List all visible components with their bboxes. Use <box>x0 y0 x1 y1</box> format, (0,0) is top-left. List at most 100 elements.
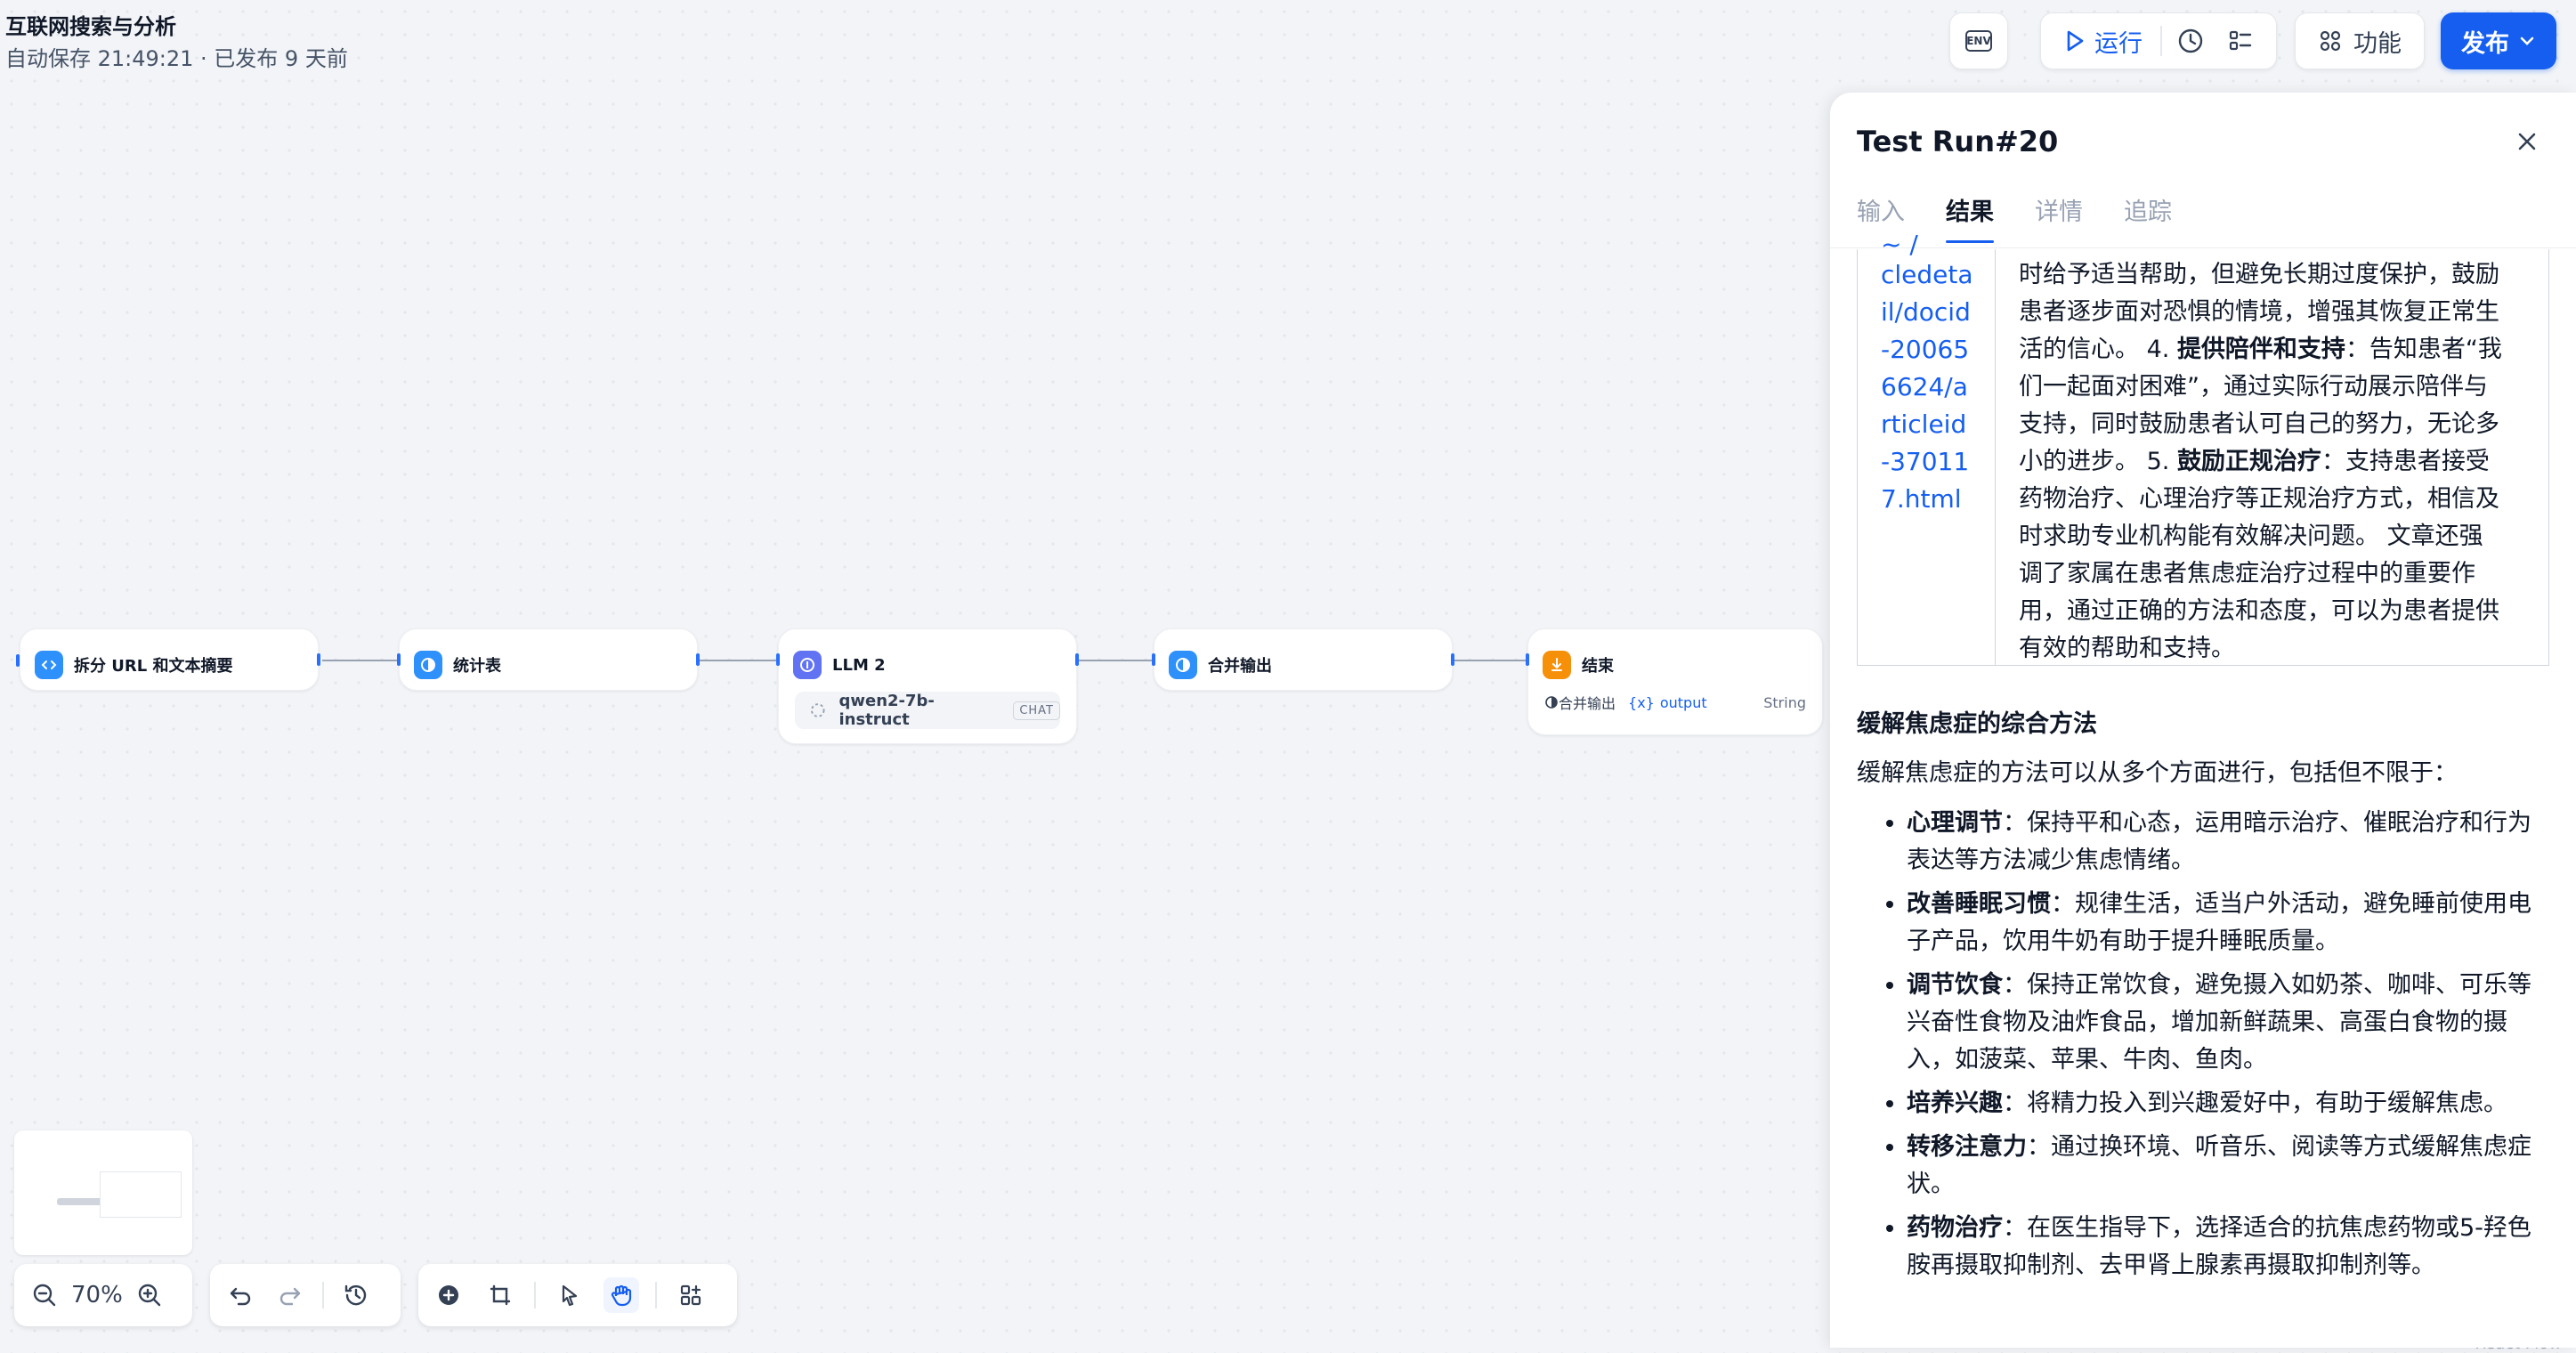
variable-name: output <box>1659 693 1707 711</box>
summary-line: 们一起面对困难”，通过实际行动展示陪伴与 <box>2019 373 2488 401</box>
minimap-viewport <box>100 1171 182 1218</box>
node-label: 拆分 URL 和文本摘要 <box>74 657 233 676</box>
summary-line: 患者逐步面对恐惧的情境，增强其恢复正常生 <box>2019 298 2499 326</box>
template-icon <box>1169 651 1197 679</box>
list-item: 转移注意力：通过换环境、听音乐、阅读等方式缓解焦虑症状。 <box>1907 1129 2549 1203</box>
test-run-panel: Test Run#20 输入 结果 详情 追踪 ~ / cledeta il/d… <box>1830 93 2576 1348</box>
section-heading: 缓解焦虑症的综合方法 <box>1857 710 2097 738</box>
hand-mode-icon[interactable] <box>603 1277 639 1313</box>
pointer-mode-icon[interactable] <box>552 1277 587 1313</box>
tab-tracing[interactable]: 追踪 <box>2124 198 2172 226</box>
features-label: 功能 <box>2353 29 2402 58</box>
node-split-url[interactable]: 拆分 URL 和文本摘要 <box>20 628 320 691</box>
input-handle[interactable] <box>1152 653 1155 666</box>
summary-line: 小的进步。 5. 鼓励正规治疗：支持患者接受 <box>2019 448 2490 475</box>
variable-prefix: {x} <box>1628 693 1655 711</box>
list-item: 调节饮食：保持正常饮食，避免摄入如奶茶、咖啡、可乐等兴奋性食物及油炸食品，增加新… <box>1907 967 2549 1079</box>
node-label: 结束 <box>1582 657 1614 676</box>
node-label: LLM 2 <box>832 655 886 675</box>
url-line: rticleid <box>1881 409 1967 439</box>
edge <box>1077 660 1155 661</box>
summary-line: 活的信心。 4. 提供陪伴和支持：告知患者“我 <box>2019 336 2502 363</box>
url-line: cledeta <box>1881 260 1973 289</box>
panel-tabs: 输入 结果 详情 追踪 <box>1857 192 2172 243</box>
node-merge-output[interactable]: 合并输出 <box>1152 628 1454 691</box>
input-handle[interactable] <box>1526 653 1529 666</box>
edge <box>1453 660 1531 661</box>
model-name: qwen2-7b-instruct <box>838 692 935 729</box>
template-icon <box>1545 696 1558 709</box>
run-history-icon[interactable] <box>2176 27 2205 55</box>
version-history-icon[interactable] <box>338 1277 374 1313</box>
minimap[interactable] <box>14 1130 192 1255</box>
publish-button[interactable]: 发布 <box>2441 12 2556 69</box>
url-line: 6624/a <box>1881 372 1968 401</box>
redo-icon[interactable] <box>272 1277 308 1313</box>
add-note-icon[interactable] <box>482 1277 518 1313</box>
run-toolbar: 运行 <box>2040 12 2277 69</box>
input-handle[interactable] <box>16 654 20 667</box>
run-button[interactable]: 运行 <box>2094 29 2143 58</box>
output-handle[interactable] <box>1075 653 1079 666</box>
apps-icon <box>2320 30 2341 52</box>
summary-cell: 时给予适当帮助，但避免长期过度保护，鼓励 患者逐步面对恐惧的情境，增强其恢复正常… <box>2019 249 2536 668</box>
tab-result[interactable]: 结果 <box>1946 192 1994 243</box>
zoom-level[interactable]: 70% <box>71 1282 123 1308</box>
node-end[interactable]: 结束 合并输出 {x} output String <box>1526 628 1823 735</box>
edge <box>322 660 401 661</box>
zoom-out-icon[interactable] <box>27 1277 62 1313</box>
llm-icon <box>793 651 822 679</box>
code-icon <box>35 651 63 679</box>
history-toolbar <box>210 1264 401 1326</box>
summary-line: 支持，同时鼓励患者认可自己的努力，无论多 <box>2019 410 2499 438</box>
app-title: 互联网搜索与分析 <box>5 14 176 39</box>
node-stats-table[interactable]: 统计表 <box>397 628 700 691</box>
zoom-in-icon[interactable] <box>132 1277 167 1313</box>
organize-icon[interactable] <box>673 1277 709 1313</box>
node-label: 合并输出 <box>1208 657 1272 676</box>
end-icon <box>1543 651 1571 679</box>
list-item: 改善睡眠习惯：规律生活，适当户外活动，避免睡前使用电子产品，饮用牛奶有助于提升睡… <box>1907 886 2549 960</box>
summary-line: 药物治疗、心理治疗等正规治疗方式，相信及 <box>2019 485 2499 513</box>
undo-icon[interactable] <box>223 1277 258 1313</box>
url-line: il/docid <box>1881 297 1971 327</box>
url-line: -20065 <box>1881 335 1970 364</box>
variable-type: String <box>1763 693 1806 711</box>
model-provider-icon <box>810 703 825 717</box>
edge <box>700 660 778 661</box>
methods-list: 心理调节：保持平和心态，运用暗示治疗、催眠治疗和行为表达等方法减少焦虑情绪。 改… <box>1857 805 2549 1284</box>
input-handle[interactable] <box>397 653 401 666</box>
node-label: 统计表 <box>453 657 501 676</box>
checklist-icon[interactable] <box>2228 28 2253 53</box>
list-item: 药物治疗：在医生指导下，选择适合的抗焦虑药物或5-羟色胺再摄取抑制剂、去甲肾上腺… <box>1907 1210 2549 1284</box>
node-llm-2[interactable]: LLM 2 qwen2-7b-instruct CHAT <box>776 628 1079 744</box>
summary-line: 用，通过正确的方法和态度，可以为患者提供 <box>2019 597 2499 625</box>
summary-line: 调了家属在患者焦虑症治疗过程中的重要作 <box>2019 560 2475 587</box>
output-handle[interactable] <box>317 653 320 666</box>
summary-line: 时给予适当帮助，但避免长期过度保护，鼓励 <box>2019 261 2499 288</box>
url-line: 7.html <box>1881 484 1962 514</box>
output-variable-row: 合并输出 {x} output String <box>1544 692 1806 713</box>
autosave-status: 自动保存 21:49:21 · 已发布 9 天前 <box>5 46 348 71</box>
url-link[interactable]: ~ / cledeta il/docid -20065 6624/a rticl… <box>1858 230 1996 665</box>
tab-detail[interactable]: 详情 <box>2035 198 2083 226</box>
result-content: ~ / cledeta il/docid -20065 6624/a rticl… <box>1857 230 2549 1291</box>
env-button[interactable]: ENV <box>1949 12 2008 69</box>
summary-line: 有效的帮助和支持。 <box>2019 635 2235 662</box>
result-table: ~ / cledeta il/docid -20065 6624/a rticl… <box>1857 230 2549 668</box>
panel-title: Test Run#20 <box>1857 125 2059 158</box>
chevron-down-icon <box>2520 36 2534 45</box>
output-handle[interactable] <box>696 653 700 666</box>
input-handle[interactable] <box>776 653 780 666</box>
summary-line: 时求助专业机构能有效解决问题。 文章还强 <box>2019 523 2483 550</box>
output-handle[interactable] <box>1451 653 1454 666</box>
section-intro: 缓解焦虑症的方法可以从多个方面进行，包括但不限于： <box>1857 759 2458 787</box>
tab-input[interactable]: 输入 <box>1857 198 1905 226</box>
add-node-icon[interactable] <box>431 1277 466 1313</box>
play-icon <box>2067 30 2084 52</box>
model-selector[interactable]: qwen2-7b-instruct CHAT <box>795 692 1060 729</box>
url-line: -37011 <box>1881 447 1970 476</box>
close-icon[interactable] <box>2514 128 2540 155</box>
features-button[interactable]: 功能 <box>2295 12 2425 69</box>
model-mode-badge: CHAT <box>1013 701 1060 720</box>
